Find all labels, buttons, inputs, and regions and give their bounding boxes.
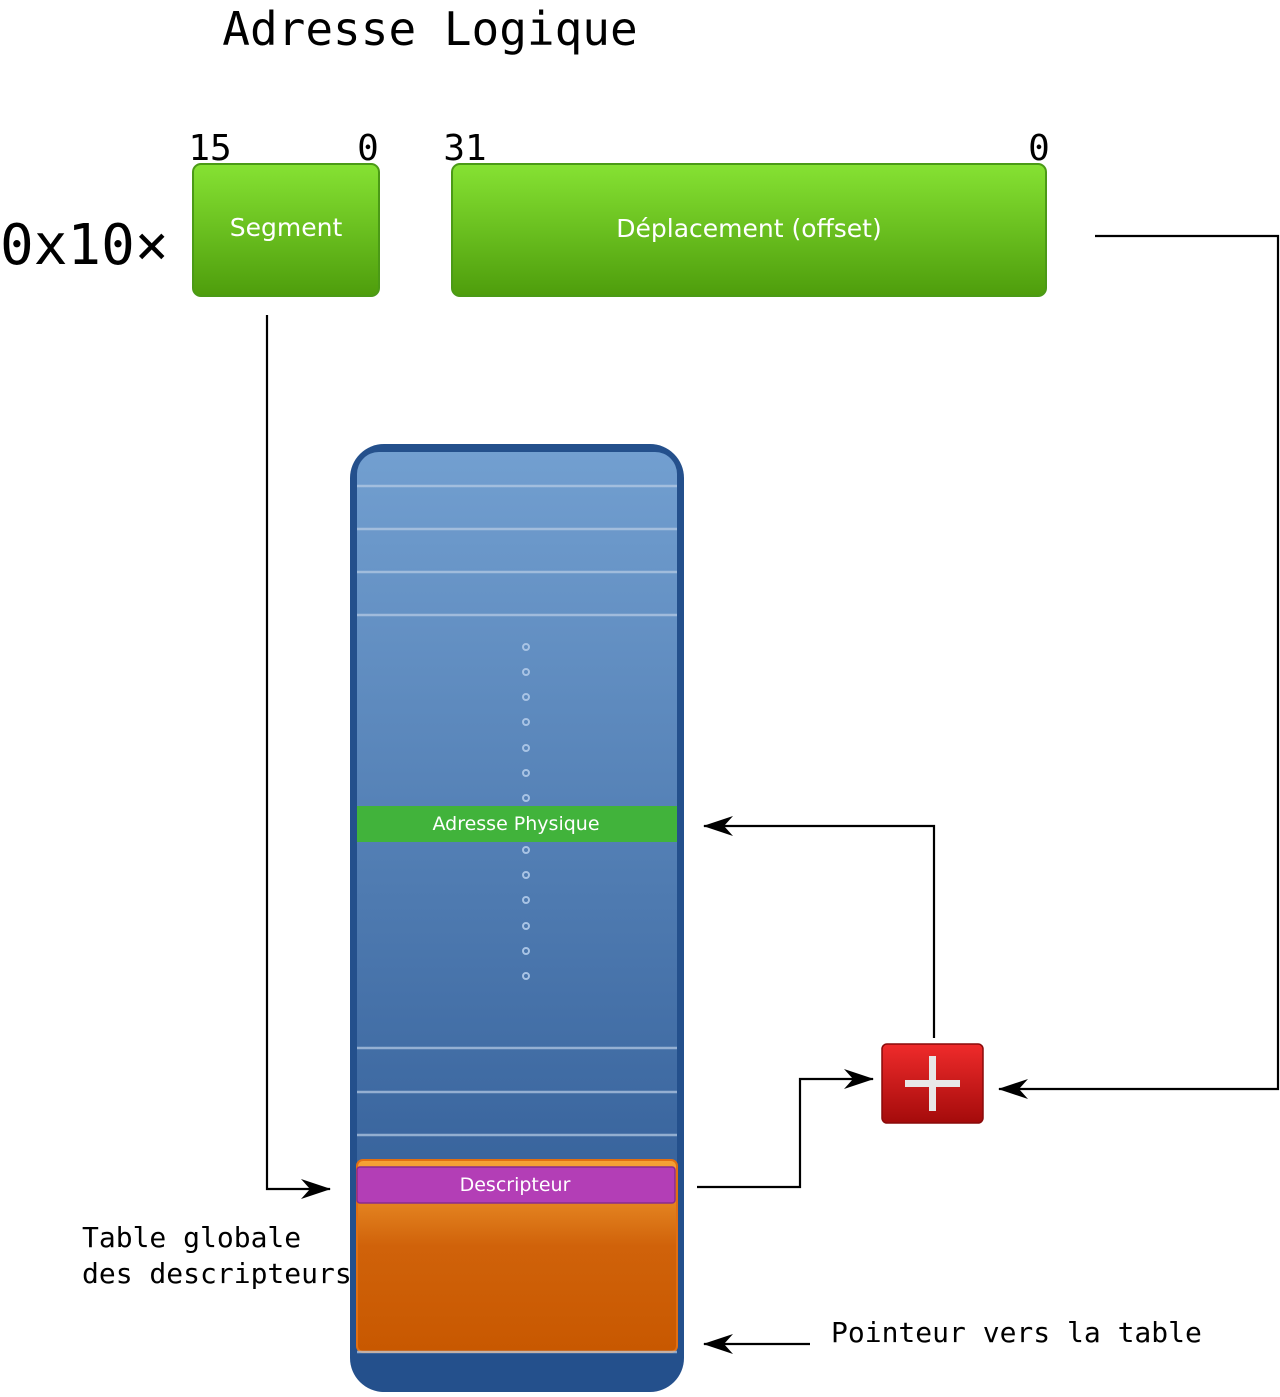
- diagram-title: Adresse Logique: [222, 2, 637, 56]
- segment-label: Segment: [230, 213, 343, 242]
- descriptor-to-adder-arrow: [697, 1069, 874, 1189]
- ellipsis-dots: [522, 643, 530, 980]
- physical-address-label: Adresse Physique: [432, 813, 599, 835]
- table-label-line1: Table globale: [82, 1221, 301, 1254]
- plus-icon: [905, 1056, 960, 1111]
- descriptor-row: [356, 1166, 676, 1204]
- offset-register: Déplacement (offset): [451, 163, 1047, 297]
- multiplier-label: 0x10×: [0, 213, 169, 278]
- offset-to-adder-arrow: [998, 234, 1280, 1099]
- physical-address-row: [357, 806, 677, 842]
- segment-to-descriptor-arrow: [265, 315, 331, 1199]
- adder: [881, 1043, 984, 1124]
- segment-bit-0: 0: [357, 128, 379, 169]
- pointer-label: Pointeur vers la table: [831, 1316, 1202, 1349]
- adder-to-physical-address-arrow: [703, 816, 936, 1038]
- segment-register: Segment: [192, 163, 380, 297]
- offset-label: Déplacement (offset): [616, 214, 881, 243]
- table-label-line2: des descripteurs: [82, 1257, 352, 1290]
- offset-bit-0: 0: [1028, 128, 1050, 169]
- descriptor-label: Descripteur: [460, 1174, 571, 1196]
- segment-bit-15: 15: [188, 128, 231, 169]
- descriptor-table: Adresse Physique Descripteur: [350, 444, 684, 1392]
- offset-bit-31: 31: [443, 128, 486, 169]
